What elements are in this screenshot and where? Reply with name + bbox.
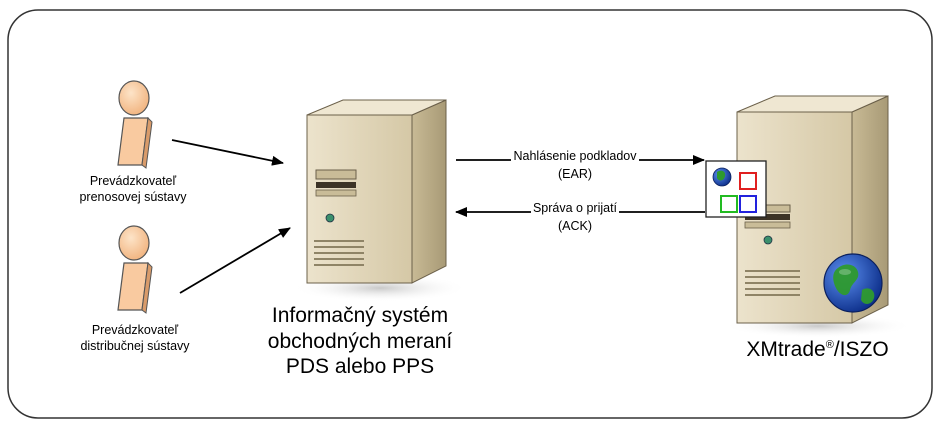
server-right-label: XMtrade®/ISZO xyxy=(715,337,920,363)
arrow-dso-to-server xyxy=(179,227,291,294)
actor-tso-label: Prevádzkovateľ prenosovej sústavy xyxy=(62,174,204,205)
server-right-name-main: XMtrade xyxy=(746,338,826,361)
server-right-name-suffix: /ISZO xyxy=(833,338,889,361)
actor-tso-label-line2: prenosovej sústavy xyxy=(79,189,187,204)
server-left-label-line3: PDS alebo PPS xyxy=(285,355,435,379)
server-left-label-line2: obchodných meraní xyxy=(267,329,453,353)
server-left-label: Informačný systém obchodných meraní PDS … xyxy=(240,303,480,380)
server-left-icon xyxy=(292,99,468,302)
diagram-frame xyxy=(7,9,933,419)
actor-tso-label-line1: Prevádzkovateľ xyxy=(89,174,177,188)
request-label: Nahlásenie podkladov (EAR) xyxy=(490,146,660,186)
actor-dso-label-line1: Prevádzkovateľ xyxy=(91,323,179,337)
actor-dso-icon xyxy=(117,225,153,314)
request-label-line2: (EAR) xyxy=(555,167,595,181)
response-label: Správa o prijatí (ACK) xyxy=(500,198,650,238)
actor-dso-label: Prevádzkovateľ distribučnej sústavy xyxy=(60,323,210,354)
response-label-line2: (ACK) xyxy=(555,219,595,233)
globe-icon xyxy=(823,253,883,313)
application-window-icon xyxy=(705,160,767,218)
server-left-label-line1: Informačný systém xyxy=(271,304,449,327)
server-right-name-registered: ® xyxy=(825,339,834,351)
actor-dso-label-line2: distribučnej sústavy xyxy=(80,338,190,353)
request-label-line1: Nahlásenie podkladov xyxy=(511,149,639,163)
response-label-line1: Správa o prijatí xyxy=(530,201,620,215)
arrow-tso-to-server xyxy=(171,139,284,166)
actor-tso-icon xyxy=(117,80,153,169)
